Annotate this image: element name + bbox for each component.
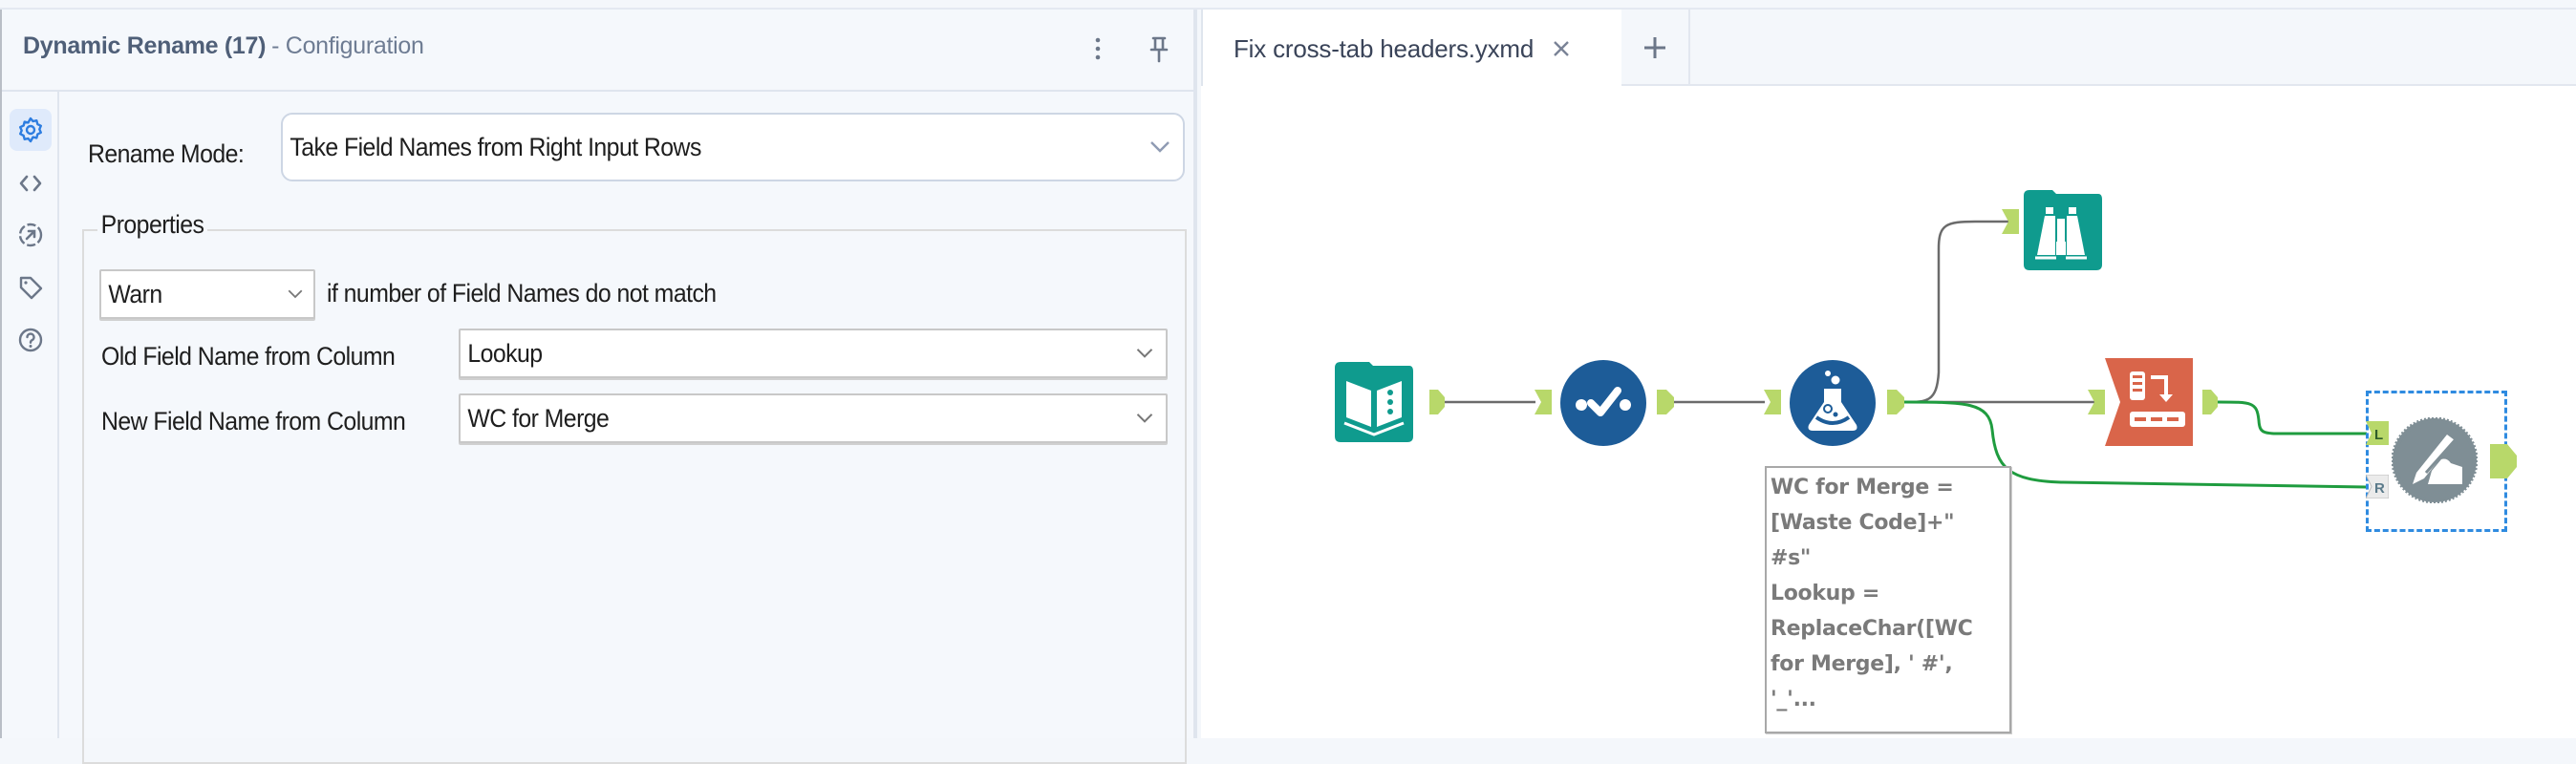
config-side-rail	[2, 92, 59, 738]
more-options-button[interactable]	[1082, 32, 1114, 65]
rail-help-button[interactable]	[10, 319, 52, 361]
pen-badge-icon	[2391, 416, 2479, 504]
select-tool[interactable]	[1560, 360, 1646, 446]
check-dots-icon	[1560, 360, 1646, 446]
connection-wires	[1445, 220, 2368, 489]
chevron-down-icon	[1136, 414, 1153, 423]
rename-mode-value: Take Field Names from Right Input Rows	[290, 132, 701, 161]
input-anchor[interactable]	[2002, 209, 2019, 234]
old-field-dropdown[interactable]: Lookup	[459, 329, 1168, 378]
pin-button[interactable]	[1143, 32, 1175, 65]
rail-annotation-button[interactable]	[10, 266, 52, 308]
mismatch-action-suffix: if number of Field Names do not match	[327, 279, 717, 308]
svg-text:L: L	[2374, 427, 2383, 443]
transpose-icon	[2105, 358, 2193, 446]
chevron-down-icon	[1136, 349, 1153, 358]
panel-subtitle: - Configuration	[271, 32, 424, 59]
arrow-circle-icon	[18, 223, 43, 247]
workflow-canvas[interactable]: L R WC for Merge = [Waste Code]+" #s" Lo…	[1201, 86, 2576, 738]
configuration-body: Rename Mode: Take Field Names from Right…	[59, 92, 1195, 764]
output-anchor[interactable]	[1429, 390, 1445, 414]
right-input-anchor[interactable]: R	[2365, 474, 2390, 499]
annotation-text: WC for Merge = [Waste Code]+" #s" Lookup…	[1771, 476, 1973, 711]
tab-fix-cross-tab-headers[interactable]: Fix cross-tab headers.yxmd	[1201, 10, 1621, 88]
question-circle-icon	[18, 328, 43, 352]
rename-mode-label: Rename Mode:	[88, 139, 245, 168]
close-icon[interactable]	[1551, 38, 1572, 59]
binoculars-icon	[2024, 190, 2102, 270]
new-field-dropdown[interactable]: WC for Merge	[459, 393, 1168, 443]
svg-text:R: R	[2374, 480, 2385, 497]
kebab-vertical-icon	[1095, 37, 1101, 60]
output-anchor[interactable]	[1887, 390, 1904, 414]
dynamic-rename-tool[interactable]	[2391, 416, 2479, 504]
rail-configuration-button[interactable]	[10, 109, 52, 151]
configuration-header: Dynamic Rename (17)- Configuration	[2, 10, 1195, 92]
formula-annotation: WC for Merge = [Waste Code]+" #s" Lookup…	[1765, 466, 2011, 733]
tab-label: Fix cross-tab headers.yxmd	[1234, 33, 1535, 63]
mismatch-action-dropdown[interactable]: Warn	[99, 269, 315, 319]
browse-tool[interactable]	[2020, 186, 2106, 272]
pin-icon	[1149, 36, 1169, 63]
flask-icon	[1790, 360, 1876, 446]
input-anchor[interactable]	[2088, 390, 2105, 414]
output-anchor[interactable]	[2490, 444, 2517, 478]
window-top-strip	[0, 0, 2576, 10]
output-anchor[interactable]	[1657, 390, 1674, 414]
gear-icon	[19, 117, 42, 143]
rail-xml-button[interactable]	[10, 162, 52, 204]
rename-mode-dropdown[interactable]: Take Field Names from Right Input Rows	[281, 113, 1185, 181]
output-anchor[interactable]	[2202, 390, 2218, 414]
tag-icon	[19, 276, 43, 300]
new-field-value: WC for Merge	[467, 403, 610, 433]
properties-legend: Properties	[97, 210, 208, 240]
cross-tab-tool[interactable]	[2105, 358, 2193, 446]
new-field-label: New Field Name from Column	[101, 407, 406, 435]
old-field-value: Lookup	[467, 338, 543, 368]
workflow-tab-bar: Fix cross-tab headers.yxmd	[1201, 10, 2576, 88]
input-anchor[interactable]	[1764, 390, 1781, 414]
left-input-anchor[interactable]: L	[2366, 421, 2389, 445]
formula-tool[interactable]	[1790, 360, 1876, 446]
mismatch-action-value: Warn	[108, 279, 162, 308]
plus-icon	[1644, 37, 1665, 58]
chevron-down-icon	[288, 289, 303, 299]
old-field-label: Old Field Name from Column	[101, 342, 396, 371]
input-data-tool[interactable]	[1331, 358, 1417, 444]
rail-connections-button[interactable]	[10, 214, 52, 256]
code-brackets-icon	[19, 175, 42, 192]
tool-name: Dynamic Rename (17)	[23, 32, 267, 59]
book-icon	[1335, 362, 1413, 442]
panel-title: Dynamic Rename (17)- Configuration	[23, 32, 424, 60]
new-tab-button[interactable]	[1621, 10, 1690, 86]
configuration-panel: Dynamic Rename (17)- Configuration Renam…	[0, 10, 1197, 764]
chevron-down-icon	[1150, 141, 1170, 153]
input-anchor[interactable]	[1535, 390, 1552, 414]
